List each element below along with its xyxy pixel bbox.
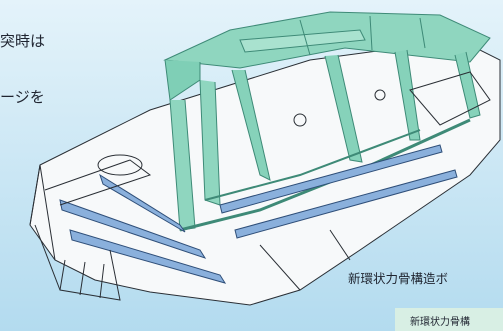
legend-caption: 新環状力骨構	[410, 317, 470, 328]
annotation-line-2: ージを	[0, 88, 45, 106]
green-frame-structure	[163, 11, 491, 232]
legend-swatch	[395, 308, 503, 331]
blue-floor-frame	[59, 144, 458, 284]
front-end-outline	[34, 71, 491, 301]
frame-structure-caption: 新環状力骨構造ボ	[348, 271, 449, 286]
annotation-line-1: 突時は	[0, 32, 46, 50]
